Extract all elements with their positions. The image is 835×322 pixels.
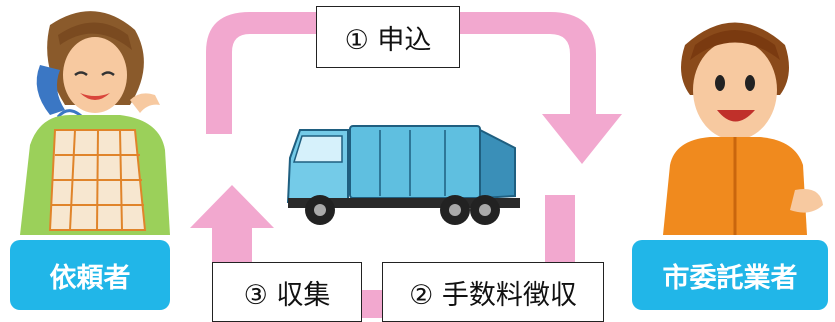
garbage-truck-icon	[286, 125, 520, 225]
step-collect-label: ③ 収集	[243, 279, 331, 311]
step-apply-box: ① 申込	[316, 6, 460, 68]
arrow-collect	[190, 185, 274, 300]
worker-man-icon	[663, 22, 823, 235]
step-fee-label: ② 手数料徴収	[409, 279, 577, 311]
requester-badge: 依頼者	[10, 240, 170, 310]
step-collect-box: ③ 収集	[212, 262, 362, 322]
arrow-apply	[206, 12, 622, 164]
woman-on-phone-icon	[20, 11, 170, 235]
contractor-label: 市委託業者	[662, 262, 798, 294]
requester-label: 依頼者	[49, 262, 131, 294]
step-fee-box: ② 手数料徴収	[382, 262, 604, 322]
step-apply-label: ① 申込	[344, 24, 432, 56]
contractor-badge: 市委託業者	[632, 240, 828, 310]
